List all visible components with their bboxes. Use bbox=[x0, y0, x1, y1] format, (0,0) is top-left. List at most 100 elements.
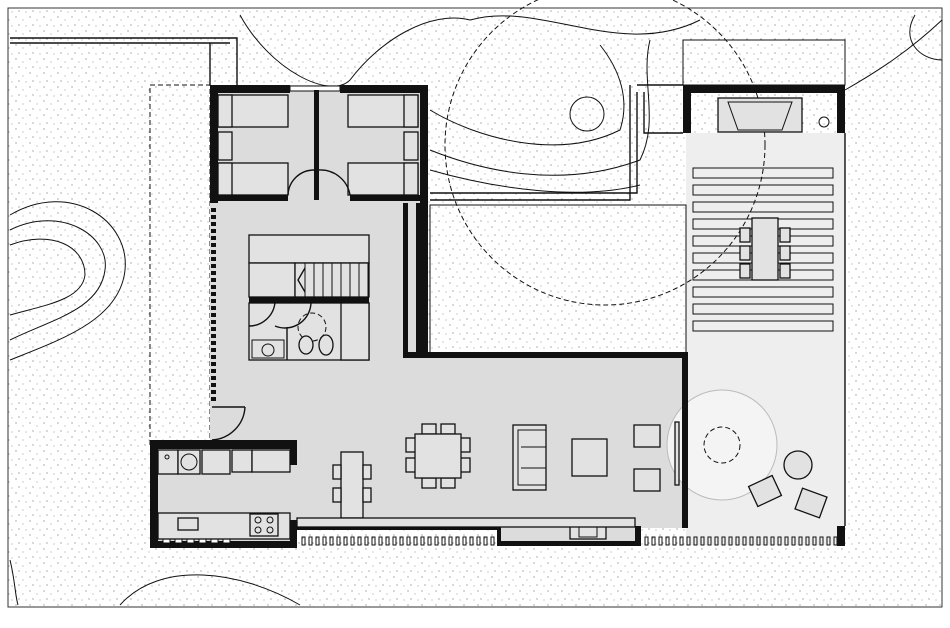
louver-blade bbox=[392, 536, 397, 546]
louver-blade bbox=[364, 536, 369, 546]
louver-blade bbox=[798, 536, 803, 546]
louver-blade bbox=[211, 215, 216, 219]
louver-blade bbox=[211, 271, 216, 275]
louver-blade bbox=[805, 536, 810, 546]
louver-blade bbox=[763, 536, 768, 546]
louver-blade bbox=[812, 536, 817, 546]
louver-blade bbox=[693, 536, 698, 546]
entry-door[interactable] bbox=[211, 406, 246, 441]
louver-blade bbox=[211, 376, 216, 380]
louver-blade bbox=[406, 536, 411, 546]
louver-blade bbox=[441, 536, 446, 546]
louver-blade bbox=[784, 536, 789, 546]
louver-blade bbox=[211, 334, 216, 338]
louver-blade bbox=[211, 264, 216, 268]
dining-bench-table bbox=[332, 451, 372, 519]
bathroom bbox=[248, 301, 370, 361]
sliding-door[interactable] bbox=[674, 421, 680, 486]
louver-blade bbox=[211, 397, 216, 401]
louver-blade bbox=[819, 536, 824, 546]
louver-blade bbox=[211, 285, 216, 289]
louver-blade bbox=[448, 536, 453, 546]
living bbox=[296, 421, 680, 540]
louver-blade bbox=[211, 362, 216, 366]
pergola-slat bbox=[692, 320, 834, 332]
louver-blade bbox=[686, 536, 691, 546]
louver-blade bbox=[211, 250, 216, 254]
louver-blade bbox=[385, 536, 390, 546]
louver-blade bbox=[322, 536, 327, 546]
topography-contours bbox=[9, 14, 943, 606]
louver-blade bbox=[434, 536, 439, 546]
round-table bbox=[703, 426, 741, 464]
pergola-slat bbox=[692, 167, 834, 179]
louver-blade bbox=[211, 278, 216, 282]
barbecue bbox=[430, 39, 846, 201]
louver-blade bbox=[211, 236, 216, 240]
louver-blade bbox=[211, 327, 216, 331]
louver-blade bbox=[791, 536, 796, 546]
louver-blade bbox=[211, 257, 216, 261]
bedroom-left bbox=[217, 94, 315, 196]
louver-blade bbox=[378, 536, 383, 546]
louver-blade bbox=[301, 536, 306, 546]
louver-blade bbox=[728, 536, 733, 546]
louver-blade bbox=[679, 536, 684, 546]
bedroom-right bbox=[318, 94, 419, 196]
louver-blade bbox=[490, 536, 495, 546]
louver-blade bbox=[469, 536, 474, 546]
pergola-slat bbox=[692, 201, 834, 213]
coffee-table bbox=[571, 438, 608, 477]
pergola-slat bbox=[692, 303, 834, 315]
pergola-slat bbox=[692, 184, 834, 196]
louver-blade bbox=[336, 536, 341, 546]
louver-blade bbox=[211, 306, 216, 310]
louver-blade bbox=[308, 536, 313, 546]
louver-blade bbox=[343, 536, 348, 546]
louver-blade bbox=[413, 536, 418, 546]
louver-blade bbox=[399, 536, 404, 546]
louver-blade bbox=[833, 536, 838, 546]
louver-blade bbox=[211, 208, 216, 212]
louver-blade bbox=[211, 313, 216, 317]
louver-blade bbox=[462, 536, 467, 546]
louver-blade bbox=[770, 536, 775, 546]
louver-blade bbox=[658, 536, 663, 546]
louver-blade bbox=[211, 299, 216, 303]
louver-blade bbox=[357, 536, 362, 546]
louver-blade bbox=[455, 536, 460, 546]
louver-blade bbox=[211, 369, 216, 373]
louver-blade bbox=[742, 536, 747, 546]
louver-blade bbox=[735, 536, 740, 546]
louver-blade bbox=[483, 536, 488, 546]
lounge-chair bbox=[794, 487, 828, 519]
louver-blade bbox=[777, 536, 782, 546]
louver-blade bbox=[651, 536, 656, 546]
louver-blade bbox=[707, 536, 712, 546]
armchair bbox=[633, 424, 661, 448]
louver-blade bbox=[644, 536, 649, 546]
louver-blade bbox=[211, 341, 216, 345]
louver-blade bbox=[714, 536, 719, 546]
louver-blade bbox=[700, 536, 705, 546]
louver-blade bbox=[211, 348, 216, 352]
louver-blade bbox=[211, 292, 216, 296]
louver-blade bbox=[476, 536, 481, 546]
pergola-slat bbox=[692, 286, 834, 298]
louver-blade bbox=[749, 536, 754, 546]
dining-table bbox=[405, 423, 471, 489]
lounge-chair bbox=[747, 474, 783, 508]
louver-blade bbox=[350, 536, 355, 546]
side-table bbox=[783, 450, 813, 480]
louver-blade bbox=[315, 536, 320, 546]
louver-blade bbox=[211, 229, 216, 233]
kitchen bbox=[157, 449, 291, 540]
louver-blade bbox=[371, 536, 376, 546]
stair-core bbox=[248, 234, 370, 303]
louver-blade bbox=[665, 536, 670, 546]
walls bbox=[150, 85, 846, 548]
outdoor-dining-table bbox=[739, 217, 791, 281]
louver-blade bbox=[211, 320, 216, 324]
louver-blade bbox=[826, 536, 831, 546]
